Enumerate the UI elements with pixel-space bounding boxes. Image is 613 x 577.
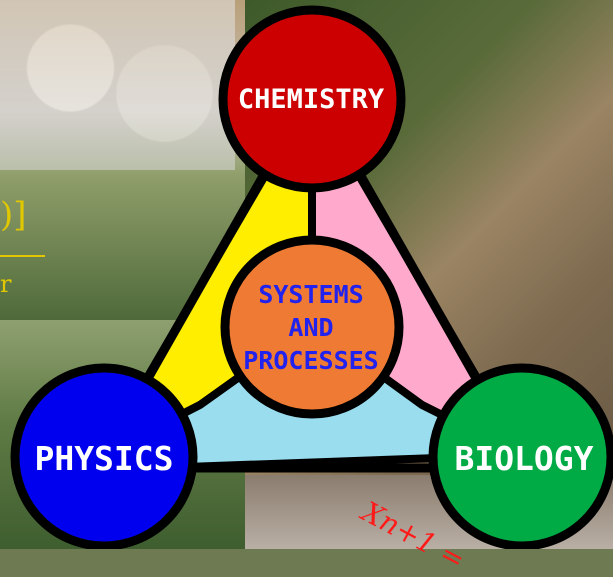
systems-and-processes-node [220,235,404,419]
triangle-outline [89,87,535,473]
background-letters [0,0,235,170]
biology-label: BIOLOGY [454,439,593,478]
physics-label: PHYSICS [34,439,173,478]
background-text-fragment-top: )] [0,195,27,235]
center-label-line-3: PROCESSES [243,346,378,375]
background-text-fragment-bottom: r [0,270,12,298]
chemistry-node [218,5,406,193]
physics-node [10,363,198,549]
biology-node [428,363,613,549]
center-label-line-2: AND [288,313,333,342]
chemistry-label: CHEMISTRY [238,84,385,115]
venn-triangle-diagram: CHEMISTRY PHYSICS BIOLOGY SYSTEMS AND PR… [10,5,613,549]
background-text-rule [0,255,45,257]
center-label-line-1: SYSTEMS [258,280,363,309]
